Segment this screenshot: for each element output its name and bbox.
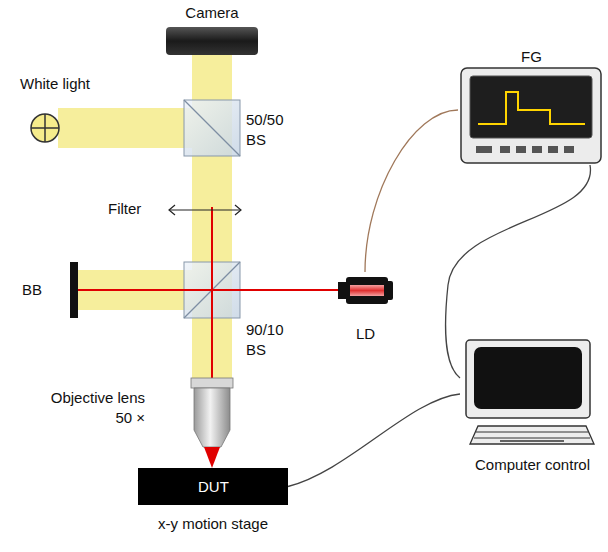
function-generator: FG	[458, 40, 604, 165]
signal-cable	[446, 165, 591, 378]
camera-body	[166, 27, 258, 55]
node-label: DUT	[198, 478, 229, 496]
function-generator-symbol	[461, 68, 601, 163]
computer-symbol	[466, 340, 594, 444]
beam-splitter-cube	[184, 100, 240, 156]
laser-beam	[211, 207, 213, 380]
device-under-test: DUT	[138, 468, 288, 505]
laser-diode: LD	[334, 272, 398, 344]
filter-double-arrow	[169, 205, 241, 215]
laser-diode-symbol	[338, 277, 393, 304]
node-label: Computer control	[475, 456, 590, 474]
lamp-symbol	[31, 114, 59, 142]
beam-block	[70, 262, 78, 318]
beam-splitter-label: 50/50 BS	[246, 110, 298, 150]
camera-label: Camera	[162, 3, 262, 23]
stage-label: x-y motion stage	[128, 514, 298, 534]
objective-lens	[191, 378, 233, 468]
beam-block-label: BB	[22, 280, 42, 300]
node-label: FG	[521, 48, 542, 66]
objective-label: Objective lens 50 ×	[37, 388, 145, 428]
lamp-label: White light	[20, 74, 90, 94]
white-light-beam	[58, 108, 192, 148]
signal-cable	[365, 110, 458, 272]
signal-cable	[288, 394, 460, 487]
computer-control: Computer control	[460, 336, 605, 476]
laser-beam	[78, 289, 340, 291]
node-label: LD	[356, 325, 375, 343]
filter-label: Filter	[108, 199, 141, 219]
beam-splitter-label: 90/10 BS	[246, 320, 298, 360]
